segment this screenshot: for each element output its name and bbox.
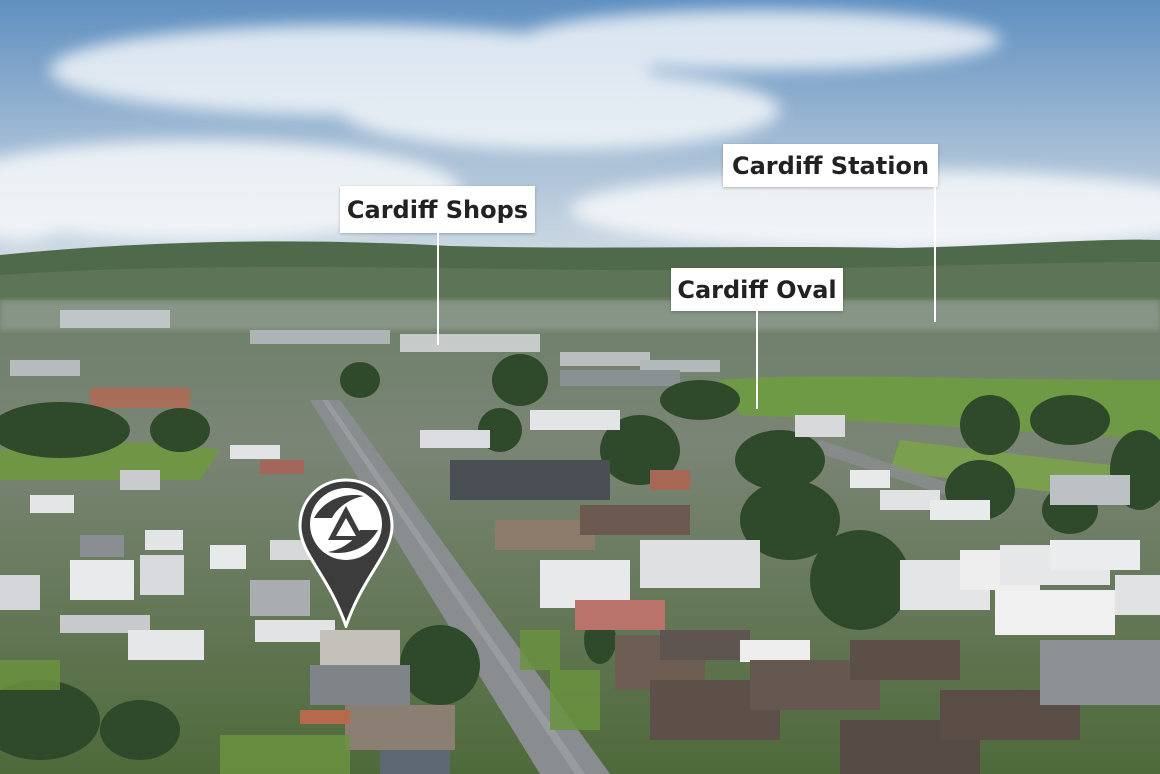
callout-leader-station	[934, 187, 936, 322]
location-pin-icon	[298, 478, 394, 628]
clouds	[0, 10, 1160, 250]
lawns	[0, 630, 600, 774]
callout-label-shops: Cardiff Shops	[340, 186, 535, 233]
callout-label-oval: Cardiff Oval	[671, 268, 843, 311]
houses-right	[420, 410, 1160, 774]
houses-left	[0, 445, 455, 774]
callout-leader-shops	[437, 233, 439, 345]
callout-label-station: Cardiff Station	[723, 144, 938, 187]
road	[310, 400, 610, 774]
callout-leader-oval	[756, 311, 758, 409]
